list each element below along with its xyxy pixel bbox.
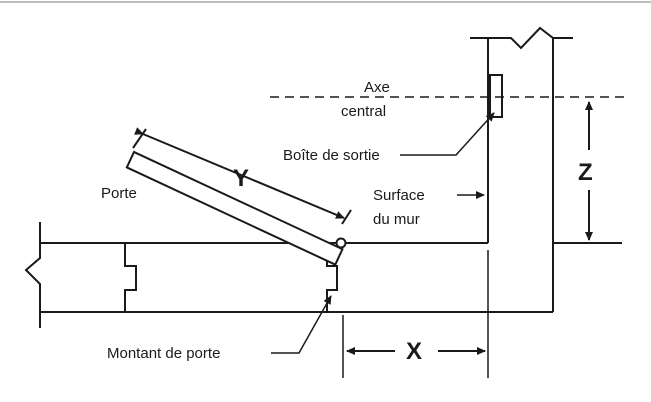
surface-label-line2: du mur <box>373 211 420 228</box>
side-wall <box>470 26 573 378</box>
z-dimension: Z <box>553 101 622 244</box>
boite-leader-line <box>400 112 495 156</box>
x-dimension: X <box>342 315 486 378</box>
outlet-box <box>489 74 503 118</box>
dim-z-label: Z <box>578 159 593 186</box>
boite-label: Boîte de sortie <box>283 147 380 164</box>
left-break-mark <box>24 222 41 328</box>
y-tick-left <box>132 128 147 149</box>
stud-notch-left <box>124 243 137 312</box>
door-stud-notch <box>326 243 338 312</box>
y-dimension-line <box>134 127 345 219</box>
y-tick-right <box>341 209 352 225</box>
axe-central-label-line2: central <box>341 103 386 120</box>
montant-label: Montant de porte <box>107 345 220 362</box>
surface-label-line1: Surface <box>373 187 425 204</box>
axe-central-label-line1: Axe <box>364 79 390 96</box>
montant-leader-line <box>271 295 332 354</box>
porte-label: Porte <box>101 185 137 202</box>
dim-x-label: X <box>406 338 422 365</box>
wall-outline <box>24 222 553 328</box>
y-dimension: Y <box>132 127 352 225</box>
door-hinge <box>335 237 347 249</box>
dim-y-label: Y <box>233 165 249 192</box>
side-wall-top-break <box>470 26 573 50</box>
